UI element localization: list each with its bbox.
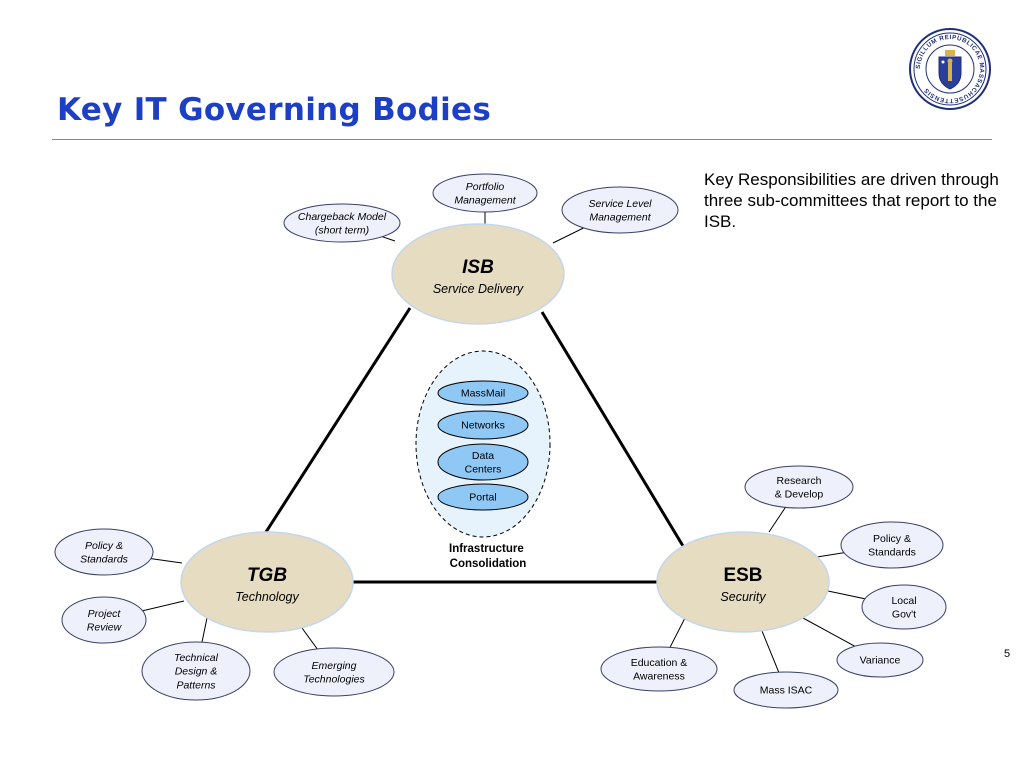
tgb-node: TGB Technology [180,531,354,633]
infrastructure-item-portal-label: Portal [469,492,496,504]
commonwealth-seal-icon: SIGILLUM REIPUBLICAE MASSACHUSETTENSIS [909,28,991,110]
esb-satellite-mass-isac: Mass ISAC [733,671,839,709]
esb-satellite-policy-standards: Policy &Standards [840,521,944,569]
esb-satellite-mass-isac-label: Mass ISAC [760,685,813,697]
esb-satellite-policy-standards-label: Policy &Standards [868,533,916,559]
tgb-node-shape [180,531,354,633]
esb-satellite-variance: Variance [836,642,924,678]
infrastructure-item-massmail-bubble [437,380,529,406]
esb-satellite-mass-isac-bubble [733,671,839,709]
esb-node-shape [656,531,830,633]
esb-satellite-research-develop-bubble [744,465,854,509]
isb-satellite-portfolio-management-bubble [432,173,538,213]
page-number: 5 [1004,648,1011,660]
esb-node: ESB Security [656,531,830,633]
esb-subtitle: Security [720,590,766,604]
tgb-satellite-project-review-bubble [61,596,147,644]
title-divider [52,139,992,140]
esb-satellite-research-develop: Research& Develop [744,465,854,509]
isb-name: ISB [462,257,494,278]
isb-satellite-chargeback-model-short-term: Chargeback Model(short term) [283,203,401,243]
isb-satellite-chargeback-model-short-term-bubble [283,203,401,243]
tgb-satellite-policy-standards-bubble [54,528,154,576]
isb-satellite-chargeback-model-short-term-label: Chargeback Model(short term) [298,211,387,237]
edge-isb-esb [540,311,685,547]
esb-satellite-education-awareness-bubble [600,646,718,692]
tgb-satellite-policy-standards: Policy &Standards [54,528,154,576]
esb-name: ESB [723,565,762,586]
esb-satellite-policy-standards-bubble [840,521,944,569]
infrastructure-item-networks-label: Networks [461,420,505,432]
page-title: Key IT Governing Bodies [57,92,492,128]
esb-satellite-variance-label: Variance [860,655,901,667]
tgb-satellite-policy-standards-label: Policy &Standards [80,540,129,566]
infrastructure-item-massmail-label: MassMail [461,388,505,400]
infrastructure-item-networks-bubble [437,410,529,440]
edge-isb-tgb [264,307,412,533]
tgb-subtitle: Technology [235,590,299,604]
intro-text: Key Responsibilities are driven through … [704,170,999,231]
triangle-edges [264,307,685,584]
tgb-name: TGB [247,565,287,586]
isb-node-shape [391,223,565,325]
infrastructure-item-massmail: MassMail [437,380,529,406]
isb-node: ISB Service Delivery [391,223,565,325]
tgb-satellite-emerging-technologies-bubble [273,647,395,697]
infrastructure-item-portal: Portal [437,483,529,511]
esb-satellite-research-develop-label: Research& Develop [775,475,824,501]
esb-satellite-education-awareness-label: Education &Awareness [631,657,688,683]
esb-satellite-variance-bubble [836,642,924,678]
infrastructure-item-portal-bubble [437,483,529,511]
infrastructure-item-data-centers-bubble [437,443,529,481]
esb-satellite-local-gov-t-bubble [861,584,947,630]
infrastructure-item-networks: Networks [437,410,529,440]
infrastructure-label: Infrastructure Consolidation [449,543,527,570]
esb-satellite-education-awareness: Education &Awareness [600,646,718,692]
isb-satellite-service-level-management-bubble [561,186,679,234]
tgb-satellite-technical-design-patterns-bubble [141,641,251,701]
isb-subtitle: Service Delivery [433,282,524,296]
